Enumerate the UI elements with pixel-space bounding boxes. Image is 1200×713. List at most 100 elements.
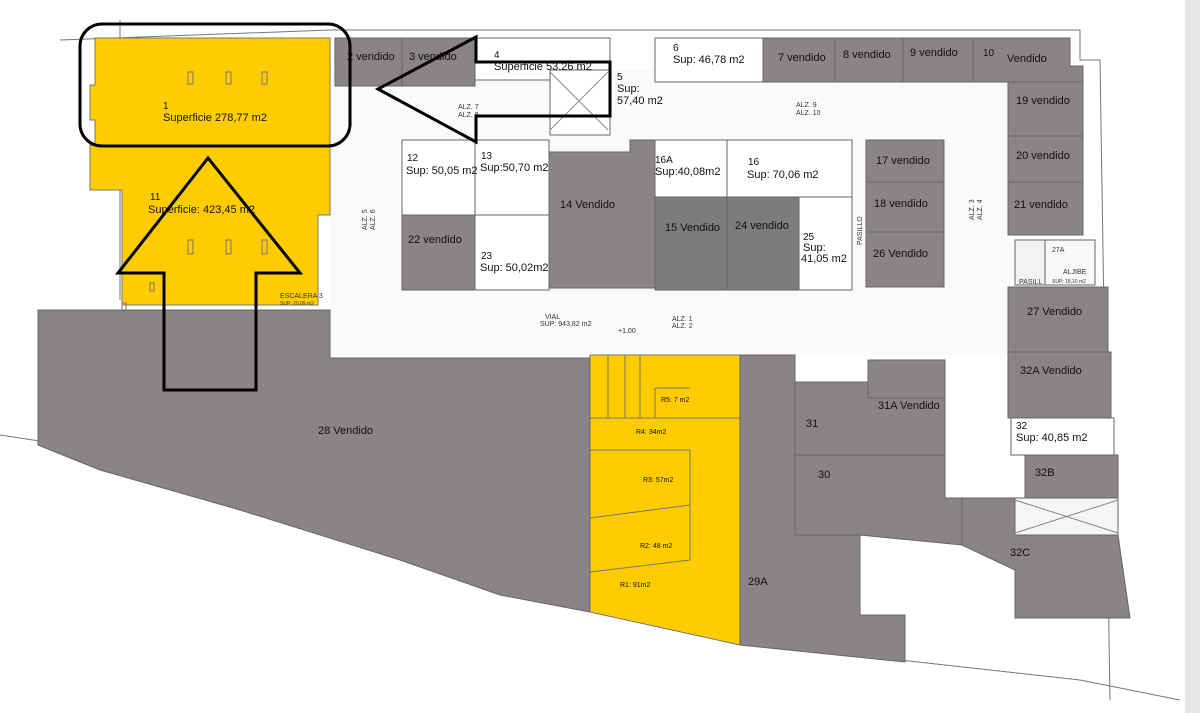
- lot-32b-label: 32B: [1035, 467, 1055, 479]
- lot-1-desc: Superficie 278,77 m2: [163, 112, 267, 124]
- callout-frame: [78, 22, 352, 148]
- lot-31-label: 31: [806, 418, 818, 430]
- lot-15[interactable]: [654, 196, 728, 291]
- lot-14[interactable]: [548, 139, 656, 289]
- lot-r4-label: R4: 34m2: [636, 429, 666, 436]
- lot-11[interactable]: [89, 144, 331, 306]
- lot-r5-label: R5: 7 m2: [661, 397, 690, 404]
- lot-8-label: 8 vendido: [843, 49, 891, 61]
- r-block-lines: [589, 355, 740, 573]
- alz2-label: ALZ. 2: [672, 323, 693, 330]
- aljibe-sup-label: SUP: 18,10 m2: [1052, 279, 1086, 285]
- lot-32c-label: 32C: [1010, 547, 1030, 559]
- alz9-label: ALZ. 9: [796, 102, 817, 109]
- lot-31a-label: 31A Vendido: [878, 400, 940, 412]
- lot-32a-label: 32A Vendido: [1020, 365, 1082, 377]
- lot-12-desc: Sup: 50,05 m2: [406, 165, 478, 177]
- lot-13[interactable]: [474, 139, 550, 216]
- lot-r2-label: R2: 48 m2: [640, 543, 672, 550]
- pasillo2-label: PASILL: [1019, 279, 1042, 286]
- lot-22[interactable]: [401, 214, 476, 291]
- lot-25[interactable]: [798, 196, 853, 291]
- lot-25-num: 25: [803, 232, 815, 243]
- lot-16-num: 16: [748, 157, 760, 168]
- aljibe-label: ALJIBE: [1063, 269, 1087, 276]
- lot-7-label: 7 vendido: [778, 52, 826, 64]
- lot-21-label: 21 vendido: [1014, 199, 1068, 211]
- alz8-label: ALZ. 8: [458, 112, 479, 119]
- lot-5-num: 5: [617, 72, 623, 83]
- lot-32-desc: Sup: 40,85 m2: [1016, 432, 1088, 444]
- lot-23[interactable]: [474, 214, 550, 291]
- alz7-label: ALZ. 7: [458, 104, 479, 111]
- lot-18-label: 18 vendido: [874, 198, 928, 210]
- lot-6[interactable]: [654, 37, 764, 83]
- lot-10[interactable]: [972, 37, 1084, 83]
- alz1-label: ALZ. 1: [672, 316, 693, 323]
- lot-1[interactable]: [89, 37, 331, 146]
- alz4-label: ALZ. 4: [977, 199, 984, 220]
- lot-29a-label: 29A: [748, 576, 768, 588]
- lot-17-label: 17 vendido: [876, 155, 930, 167]
- lot-20[interactable]: [1007, 135, 1084, 183]
- scroll-bar-area: [1185, 0, 1200, 713]
- lot-10-num: 10: [983, 48, 995, 59]
- lot-32a[interactable]: [1007, 351, 1112, 419]
- lot-3[interactable]: [401, 37, 476, 87]
- lot-4-num: 4: [494, 50, 500, 61]
- sold-lots: [37, 37, 1131, 663]
- lot-21[interactable]: [1007, 181, 1084, 236]
- lot-16[interactable]: [726, 139, 853, 198]
- lot-9-label: 9 vendido: [910, 47, 958, 59]
- highlight-lots: [89, 37, 741, 646]
- lot-5-desc: 57,40 m2: [617, 95, 663, 107]
- lot-1-num: 1: [163, 101, 169, 112]
- lot-16-desc: Sup: 70,06 m2: [747, 169, 819, 181]
- lot-18[interactable]: [865, 181, 945, 233]
- lot-16a-desc: Sup:40,08m2: [655, 166, 720, 178]
- lot-32-num: 32: [1016, 421, 1028, 432]
- lot-17[interactable]: [865, 139, 945, 183]
- lot-27-label: 27 Vendido: [1027, 306, 1082, 318]
- alz10-label: ALZ. 10: [796, 110, 821, 117]
- lot-2-label: 2 vendido: [347, 51, 395, 63]
- lot-32[interactable]: [1010, 417, 1115, 456]
- lot-12[interactable]: [401, 139, 476, 216]
- lot-27[interactable]: [1007, 286, 1109, 353]
- arrow-left-icon: [374, 34, 612, 145]
- annotations: VIAL SUP: 943,82 m2 ALZ. 7 ALZ. 8 ALZ. 9…: [280, 102, 1087, 335]
- vial-sup-label: SUP: 943,82 m2: [540, 321, 591, 328]
- hatch-marks: [549, 71, 1119, 534]
- lot-5-sup: Sup:: [617, 83, 640, 95]
- lot-23-desc: Sup: 50,02m2: [480, 262, 549, 274]
- aljibe-area: [1044, 239, 1096, 286]
- lot-28[interactable]: [37, 309, 591, 613]
- lot-31a[interactable]: [867, 359, 946, 399]
- lot-8[interactable]: [834, 37, 904, 83]
- lot-19-label: 19 vendido: [1016, 95, 1070, 107]
- lot-30-label: 30: [818, 469, 830, 481]
- lot-r3-label: R3: 57m2: [643, 477, 673, 484]
- alz5-label: ALZ. 5: [362, 209, 369, 230]
- lot-11-desc: Superficie: 423,45 m2: [148, 204, 255, 216]
- vial-label: VIAL: [545, 314, 560, 321]
- lot-16a-num: 16A: [655, 155, 673, 166]
- lot-26-label: 26 Vendido: [873, 248, 928, 260]
- lot-25-desc: 41,05 m2: [801, 253, 847, 265]
- lot-23-num: 23: [481, 251, 493, 262]
- lot-26[interactable]: [865, 231, 945, 288]
- lot-19[interactable]: [1007, 81, 1084, 137]
- lot-4-desc: Superficie 53.26 m2: [494, 61, 592, 73]
- lot-30[interactable]: [794, 454, 963, 546]
- lot-16a[interactable]: [654, 139, 728, 198]
- lot-6-desc: Sup: 46,78 m2: [673, 54, 745, 66]
- lot-r1-label: R1: 91m2: [620, 582, 650, 589]
- lot-24[interactable]: [726, 196, 800, 291]
- lot-7[interactable]: [762, 37, 836, 83]
- lot-9[interactable]: [902, 37, 974, 83]
- lot-labels: 1 Superficie 278,77 m2 2 vendido 3 vendi…: [148, 43, 1088, 589]
- lot-28-label: 28 Vendido: [318, 425, 373, 437]
- lot-10-label: Vendido: [1007, 53, 1047, 65]
- lot-13-num: 13: [481, 151, 493, 162]
